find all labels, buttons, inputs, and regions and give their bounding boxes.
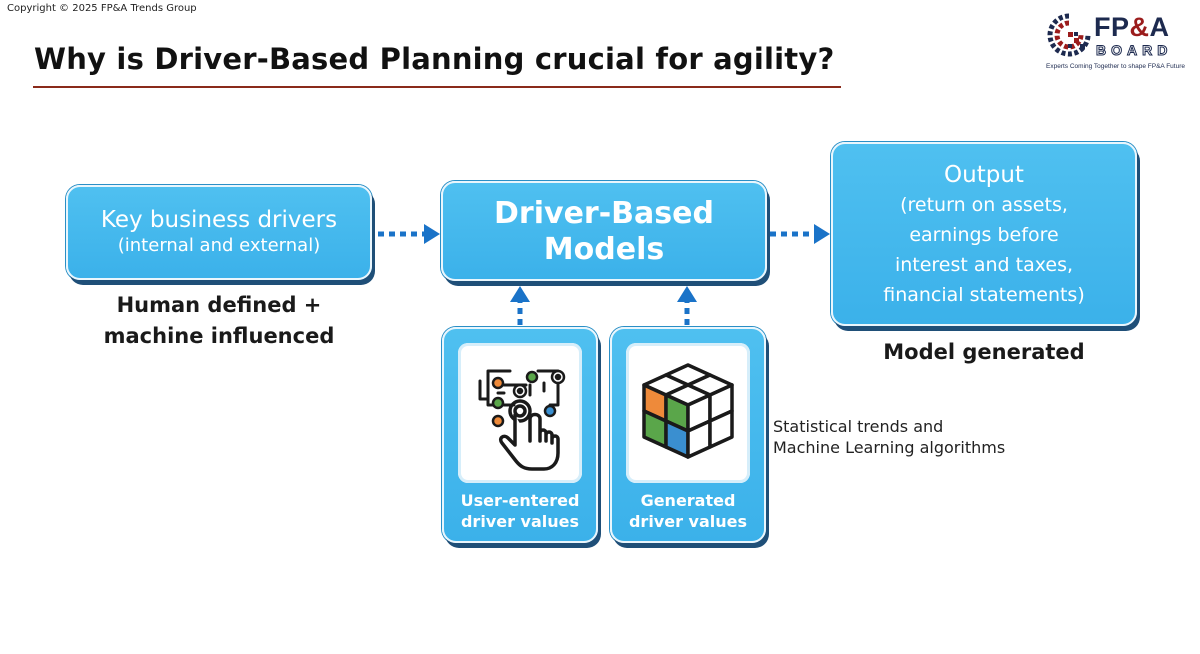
model-generated-caption: Model generated [883, 340, 1085, 364]
logo-mark-icon [1047, 13, 1091, 57]
drivers-subtitle: (internal and external) [117, 235, 321, 256]
user-icon-tile [458, 343, 582, 483]
side-note-line2: Machine Learning algorithms [773, 438, 1006, 457]
output-title: Output [944, 162, 1024, 188]
arrow-models-to-output-head [814, 224, 830, 244]
user-label-line1: User-entered [460, 491, 580, 510]
human-defined-caption: Human defined + machine influenced [66, 290, 372, 352]
user-entered-label: User-entered driver values [444, 490, 596, 532]
user-entered-values-card: User-entered driver values [442, 327, 598, 543]
user-label-line2: driver values [460, 512, 580, 531]
generated-label: Generated driver values [612, 490, 764, 532]
side-note-line1: Statistical trends and [773, 417, 944, 436]
output-box: Output (return on assets, earnings befor… [831, 142, 1137, 326]
title-underline [33, 86, 841, 88]
generated-label-line2: driver values [628, 512, 748, 531]
arrow-generated-to-models-head [677, 286, 697, 302]
arrow-user-to-models-head [510, 286, 530, 302]
output-line: interest and taxes, [894, 254, 1074, 276]
hand-pointer-network-icon [478, 369, 566, 471]
models-title-line1: Driver-Based [494, 196, 714, 231]
statistical-trends-note: Statistical trends and Machine Learning … [773, 416, 1005, 458]
generated-values-card: Generated driver values [610, 327, 766, 543]
fpa-board-logo: FP&A BOARD Experts Coming Together to sh… [1044, 10, 1194, 74]
key-business-drivers-box: Key business drivers (internal and exter… [66, 185, 372, 280]
human-caption-line2: machine influenced [103, 324, 335, 348]
logo-tagline: Experts Coming Together to shape FP&A Fu… [1046, 63, 1185, 70]
generated-label-line1: Generated [640, 491, 736, 510]
output-line: (return on assets, [900, 194, 1068, 216]
drivers-title: Key business drivers [100, 207, 338, 233]
output-line: financial statements) [883, 284, 1085, 306]
driver-based-models-box: Driver-Based Models [441, 181, 767, 281]
models-title-line2: Models [543, 232, 665, 267]
page-title: Why is Driver-Based Planning crucial for… [34, 42, 835, 76]
human-caption-line1: Human defined + [116, 293, 322, 317]
generated-icon-tile [626, 343, 750, 483]
logo-board-text: BOARD [1095, 42, 1173, 59]
copyright-text: Copyright © 2025 FP&A Trends Group [7, 3, 197, 14]
output-line: earnings before [909, 224, 1059, 246]
arrow-drivers-to-models-head [424, 224, 440, 244]
logo-wordmark: FP&A [1094, 12, 1170, 42]
rubiks-cube-icon [642, 363, 734, 459]
